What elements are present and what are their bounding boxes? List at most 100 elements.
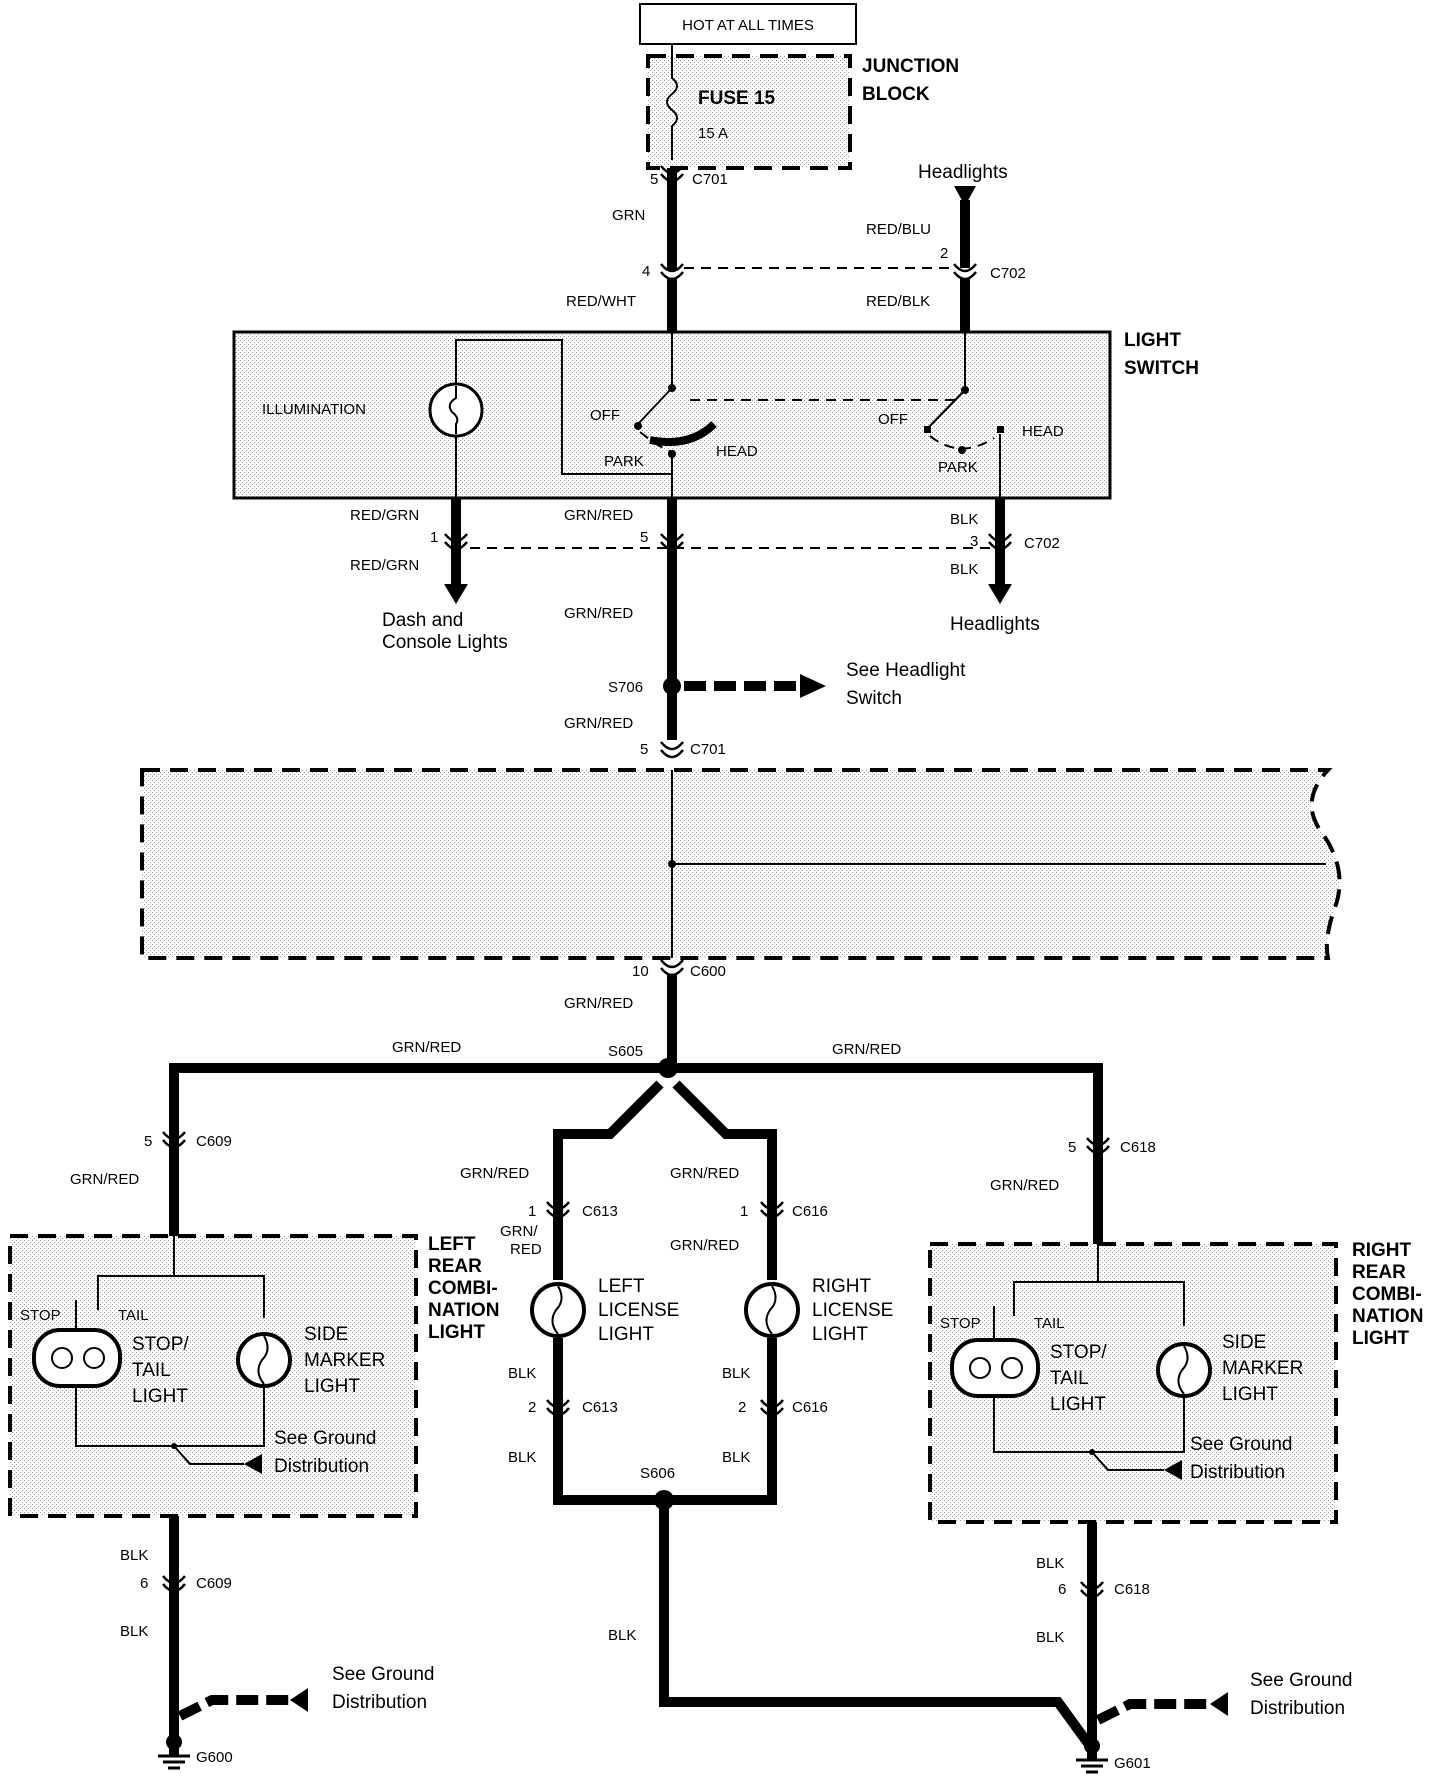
fuse-15-label: FUSE 15 bbox=[698, 88, 776, 109]
c609-top-label: C609 bbox=[196, 1133, 232, 1150]
wire-label-grn-slash: GRN/ bbox=[500, 1223, 538, 1240]
pin-5-c701-top: 5 bbox=[650, 171, 658, 188]
pin-2-c702: 2 bbox=[940, 245, 948, 262]
wire-label-blk-s606: BLK bbox=[608, 1627, 636, 1644]
right-side-marker-label-2: MARKER bbox=[1222, 1358, 1303, 1379]
splice-s706 bbox=[663, 677, 681, 695]
head-switch-off-label: OFF bbox=[878, 411, 908, 428]
pin-5-c701-mid: 5 bbox=[640, 529, 648, 546]
c613-top-label: C613 bbox=[582, 1203, 618, 1220]
right-ground-dist-arrow bbox=[1164, 1460, 1182, 1480]
right-stop-tail-bulb-icon bbox=[950, 1338, 1040, 1398]
wire-label-grn-red-c616-upper: GRN/RED bbox=[670, 1165, 739, 1182]
wire-label-grn-red-c609: GRN/RED bbox=[70, 1171, 139, 1188]
wire-label-blk-c616-upper: BLK bbox=[722, 1365, 750, 1382]
pin-5-c701-lower: 5 bbox=[640, 741, 648, 758]
light-switch-title-line1: LIGHT bbox=[1124, 330, 1181, 351]
wire-label-blk-lower: BLK bbox=[950, 561, 978, 578]
park-switch-blade bbox=[637, 387, 673, 425]
splice-s606-label: S606 bbox=[640, 1465, 675, 1482]
left-rear-label-3: COMBI- bbox=[428, 1278, 498, 1299]
right-side-marker-bulb-icon bbox=[1156, 1342, 1212, 1398]
left-stop-tail-bulb-icon bbox=[32, 1328, 122, 1388]
wire-label-grn-red-c600: GRN/RED bbox=[564, 995, 633, 1012]
left-bottom-ground-dist-1: See Ground bbox=[332, 1664, 434, 1685]
pin-6-c609: 6 bbox=[140, 1575, 148, 1592]
right-tail-label: TAIL bbox=[1034, 1315, 1065, 1332]
fuse-15-symbol bbox=[666, 44, 678, 160]
dash-lights-arrow bbox=[444, 584, 468, 604]
headlights-output-arrow bbox=[988, 584, 1012, 604]
pin-4-c701: 4 bbox=[642, 263, 650, 280]
wire-label-grn-red-c616-lower: GRN/RED bbox=[670, 1237, 739, 1254]
wire-label-grn-red-left-branch: GRN/RED bbox=[392, 1039, 461, 1056]
park-switch-head-label: HEAD bbox=[716, 443, 758, 460]
c609-lower-label: C609 bbox=[196, 1575, 232, 1592]
left-rear-label-4: NATION bbox=[428, 1300, 499, 1321]
left-stop-tail-label-3: LIGHT bbox=[132, 1386, 188, 1407]
c702-top-label: C702 bbox=[990, 265, 1026, 282]
wire-label-blk-upper: BLK bbox=[950, 511, 978, 528]
wire-label-grn-red-switch: GRN/RED bbox=[564, 507, 633, 524]
right-rear-label-1: RIGHT bbox=[1352, 1240, 1412, 1261]
wire-label-grn-red-right-branch: GRN/RED bbox=[832, 1041, 901, 1058]
fuse-15-rating: 15 A bbox=[698, 125, 728, 142]
left-side-marker-bulb-icon bbox=[236, 1332, 292, 1388]
see-headlight-switch-line2: Switch bbox=[846, 688, 902, 709]
pin-1-c613: 1 bbox=[528, 1203, 536, 1220]
c616-top-label: C616 bbox=[792, 1203, 828, 1220]
wire-label-grn-red-c613: GRN/RED bbox=[460, 1165, 529, 1182]
headlights-source-label: Headlights bbox=[918, 162, 1008, 183]
wire-label-blk-c618-upper: BLK bbox=[1036, 1555, 1064, 1572]
right-license-bulb-icon bbox=[744, 1282, 800, 1338]
left-ground-dist-1: See Ground bbox=[274, 1428, 376, 1449]
wire-label-red-blu: RED/BLU bbox=[866, 221, 931, 238]
junction-block-label-line1: JUNCTION bbox=[862, 56, 959, 77]
left-tail-label: TAIL bbox=[118, 1307, 149, 1324]
wire-label-blk-c618-lower: BLK bbox=[1036, 1629, 1064, 1646]
right-ground-dist-2: Distribution bbox=[1190, 1462, 1285, 1483]
right-stop-tail-label-2: TAIL bbox=[1050, 1368, 1089, 1389]
headlights-source-arrow bbox=[954, 186, 976, 206]
illumination-filament bbox=[448, 386, 459, 434]
right-license-label-2: LICENSE bbox=[812, 1300, 893, 1321]
wire-label-red-grn-lower: RED/GRN bbox=[350, 557, 419, 574]
left-rear-label-1: LEFT bbox=[428, 1234, 476, 1255]
pin-1-c616: 1 bbox=[740, 1203, 748, 1220]
right-stop-tail-label-3: LIGHT bbox=[1050, 1394, 1106, 1415]
park-switch-contact-arc bbox=[649, 421, 717, 446]
right-bottom-ground-dist-2: Distribution bbox=[1250, 1698, 1345, 1719]
wire-label-blk-c613-lower: BLK bbox=[508, 1449, 536, 1466]
ground-g601-icon bbox=[1076, 1738, 1108, 1774]
left-stop-label: STOP bbox=[20, 1307, 61, 1324]
wire-grn-red-to-right-rear bbox=[668, 1063, 1103, 1244]
pin-5-c609: 5 bbox=[144, 1133, 152, 1150]
park-switch-off-label: OFF bbox=[590, 407, 620, 424]
wire-grn-red-to-left-license bbox=[553, 1080, 664, 1280]
left-side-marker-label-3: LIGHT bbox=[304, 1376, 360, 1397]
right-stop-tail-label-1: STOP/ bbox=[1050, 1342, 1107, 1363]
head-switch-head-label: HEAD bbox=[1022, 423, 1064, 440]
left-stop-tail-label-1: STOP/ bbox=[132, 1334, 189, 1355]
left-stop-tail-label-2: TAIL bbox=[132, 1360, 171, 1381]
left-bottom-ground-dist-2: Distribution bbox=[332, 1692, 427, 1713]
see-headlight-switch-line1: See Headlight bbox=[846, 660, 966, 681]
c613-lower-label: C613 bbox=[582, 1399, 618, 1416]
illumination-wire bbox=[455, 339, 672, 475]
left-license-label-3: LIGHT bbox=[598, 1324, 654, 1345]
left-license-label-1: LEFT bbox=[598, 1276, 645, 1297]
wire-label-red-blk: RED/BLK bbox=[866, 293, 930, 310]
c701-lower-label: C701 bbox=[690, 741, 726, 758]
left-rear-label-5: LIGHT bbox=[428, 1322, 485, 1343]
head-switch-park-label: PARK bbox=[938, 459, 978, 476]
left-rear-label-2: REAR bbox=[428, 1256, 482, 1277]
illumination-label: ILLUMINATION bbox=[262, 401, 366, 418]
headlights-output-label: Headlights bbox=[950, 614, 1040, 635]
left-license-bulb-icon bbox=[530, 1282, 586, 1338]
c702-lower-label: C702 bbox=[1024, 535, 1060, 552]
splice-s605-label: S605 bbox=[608, 1043, 643, 1060]
dash-lights-label-line2: Console Lights bbox=[382, 632, 508, 653]
wire-blk-s606-to-g601 bbox=[659, 1500, 1095, 1749]
head-switch-blade bbox=[927, 389, 966, 429]
